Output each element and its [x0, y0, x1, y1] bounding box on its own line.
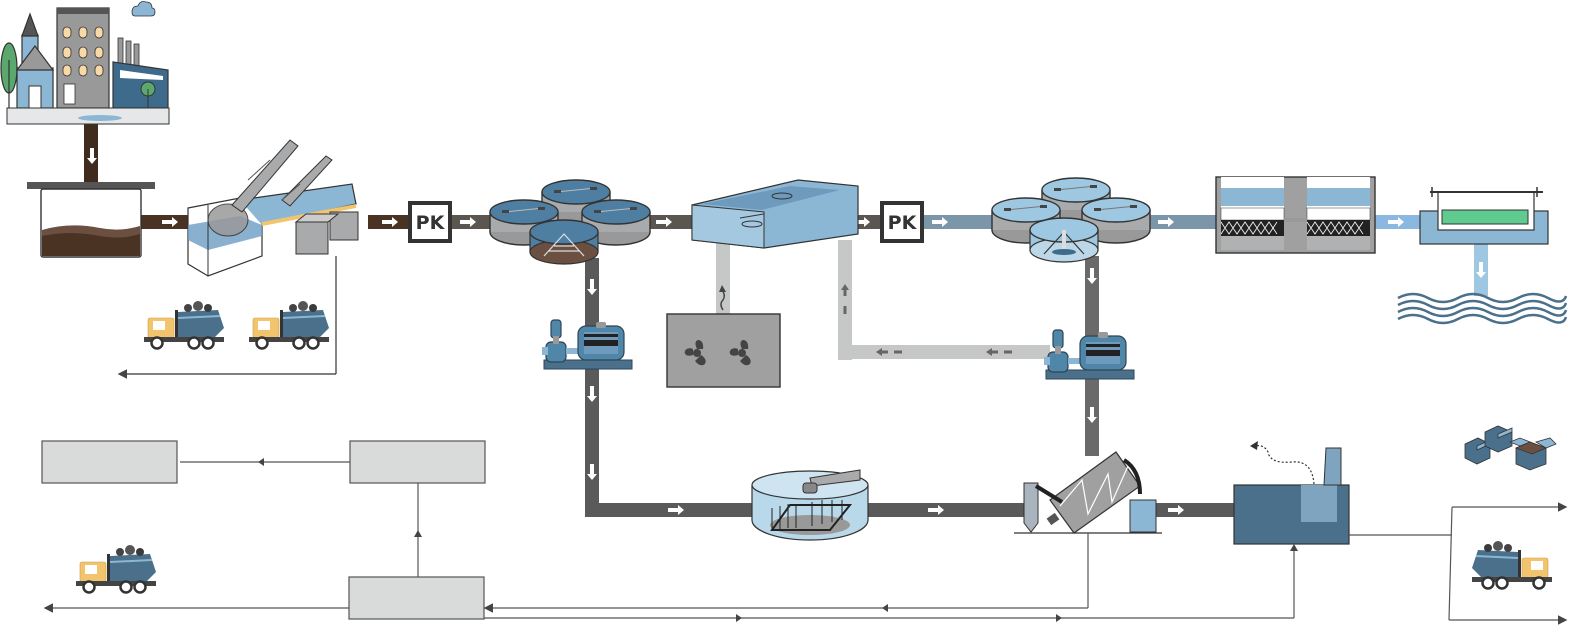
- inlet-sump: [27, 182, 155, 258]
- blank-box-bottom: [348, 576, 485, 620]
- branch-vertical: [1448, 506, 1453, 621]
- sand-filter: [1215, 176, 1376, 254]
- pipe-air-up: [716, 240, 730, 316]
- primary-sludge-pump-icon: [541, 319, 633, 370]
- pipe-thickener-to-dewatering: [866, 503, 1026, 517]
- pipe-return-sludge-horizontal: [838, 345, 1050, 359]
- product-boxes-icon: [1464, 425, 1557, 471]
- primary-clarifiers: [489, 179, 651, 265]
- river-waves-icon: [1397, 292, 1568, 325]
- aeration-tank: [691, 179, 859, 249]
- truck-icon: [247, 299, 331, 350]
- truck-icon: [74, 543, 158, 594]
- pk-box-2: PK: [880, 201, 924, 243]
- pipe-return-sludge-vertical: [838, 240, 852, 360]
- pk-label-2: PK: [888, 212, 918, 234]
- flow-arrows: [87, 148, 1486, 515]
- pipe-secondary-to-filter: [1150, 215, 1218, 229]
- blower-house: [666, 313, 781, 388]
- blank-box-top-left: [41, 440, 178, 484]
- secondary-clarifiers: [991, 177, 1151, 263]
- pipe-dewatering-to-incinerator: [1156, 503, 1236, 517]
- screw-press-dewatering: [1014, 451, 1162, 534]
- screening-unit: [187, 139, 359, 277]
- uv-disinfection: [1419, 187, 1549, 245]
- city-icon: [0, 1, 170, 125]
- pk-box-1: PK: [408, 201, 452, 243]
- sludge-thickener: [751, 469, 869, 541]
- return-sludge-pump-icon: [1043, 329, 1135, 380]
- sludge-treatment-building: [1233, 441, 1350, 545]
- truck-icon: [1470, 539, 1554, 590]
- pk-label-1: PK: [416, 212, 446, 234]
- fan-icon: [729, 340, 751, 366]
- pipe-pk2-to-secondary: [922, 215, 994, 229]
- truck-icon: [142, 299, 226, 350]
- fan-icon: [684, 340, 706, 366]
- blank-box-top-right: [349, 440, 486, 484]
